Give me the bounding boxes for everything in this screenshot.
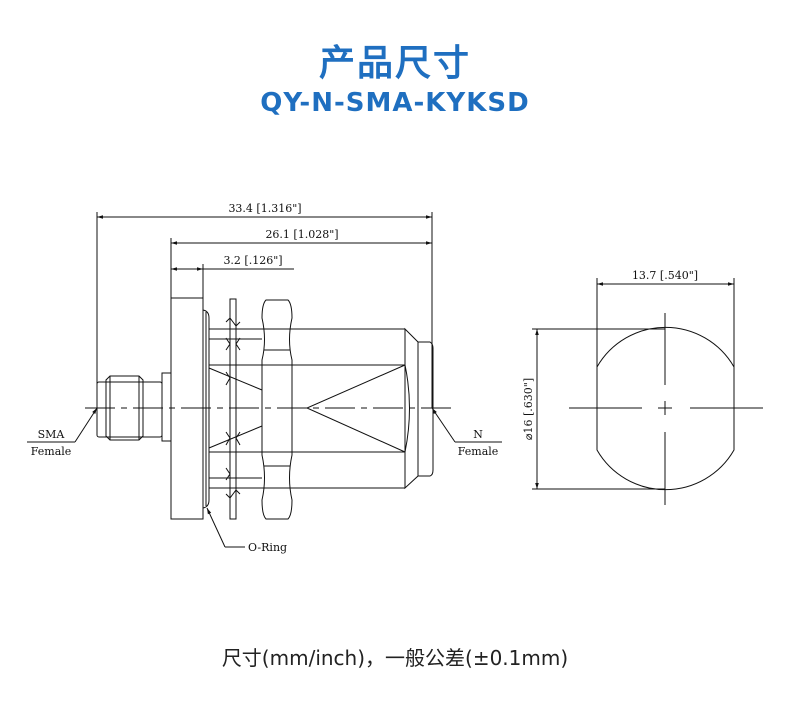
label-n-female: Female (458, 445, 499, 458)
dim-diameter: ⌀16 [.630"] (522, 378, 535, 440)
label-sma-female: Female (31, 445, 72, 458)
end-view: 13.7 [.540"] ⌀16 [.630"] (522, 269, 763, 505)
side-view: 33.4 [1.316"] 26.1 [1.028"] 3.2 [.126"] (27, 202, 502, 554)
label-oring: O-Ring (248, 541, 287, 554)
dim-overall: 33.4 [1.316"] (228, 202, 301, 215)
tolerance-caption: 尺寸(mm/inch)，一般公差(±0.1mm) (221, 646, 569, 670)
model-number: QY-N-SMA-KYKSD (260, 88, 530, 118)
label-sma: SMA (38, 428, 66, 441)
dim-flat: 13.7 [.540"] (632, 269, 698, 282)
label-n: N (473, 428, 483, 441)
dim-flange: 3.2 [.126"] (223, 254, 282, 267)
dim-body: 26.1 [1.028"] (265, 228, 338, 241)
page-title: 产品尺寸 (318, 43, 471, 84)
